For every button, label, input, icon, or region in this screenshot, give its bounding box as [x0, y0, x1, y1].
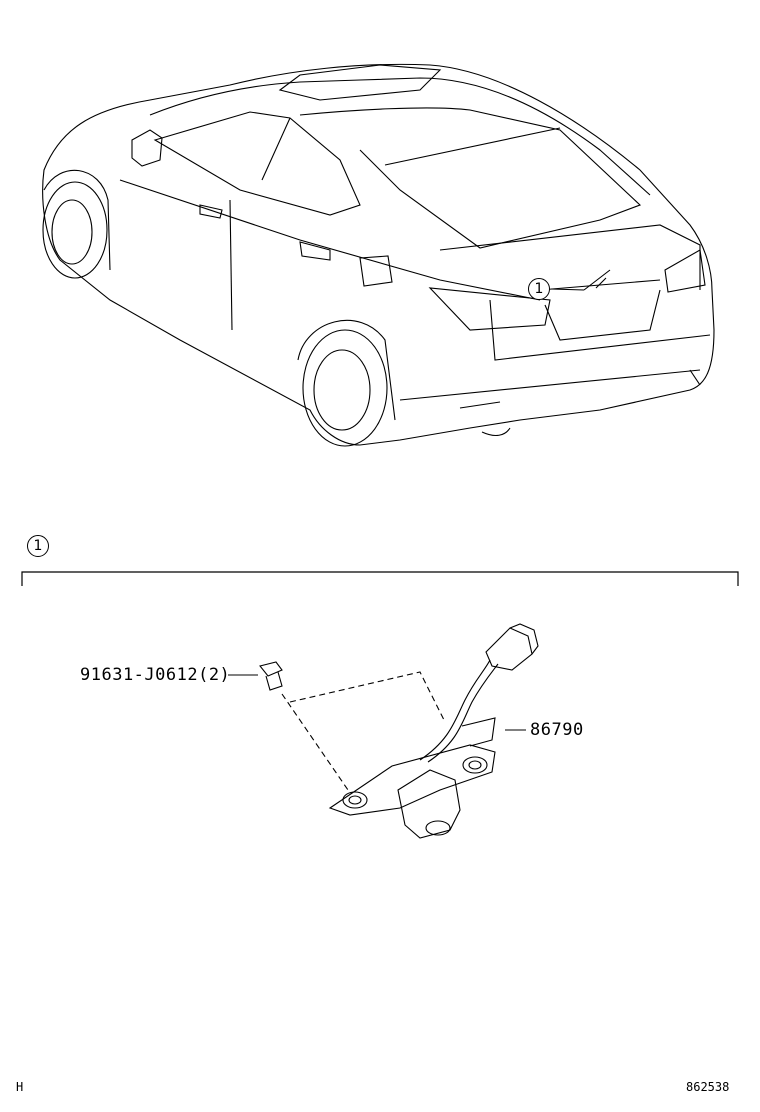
callout-1-top: 1: [528, 278, 550, 300]
footer-left-code: H: [16, 1080, 24, 1094]
callout-1-section: 1: [27, 535, 49, 557]
label-bolt-part-number: 91631-J0612(2): [80, 665, 231, 685]
figure-number: 862538: [686, 1080, 730, 1094]
label-camera-part-number: 86790: [530, 720, 584, 740]
